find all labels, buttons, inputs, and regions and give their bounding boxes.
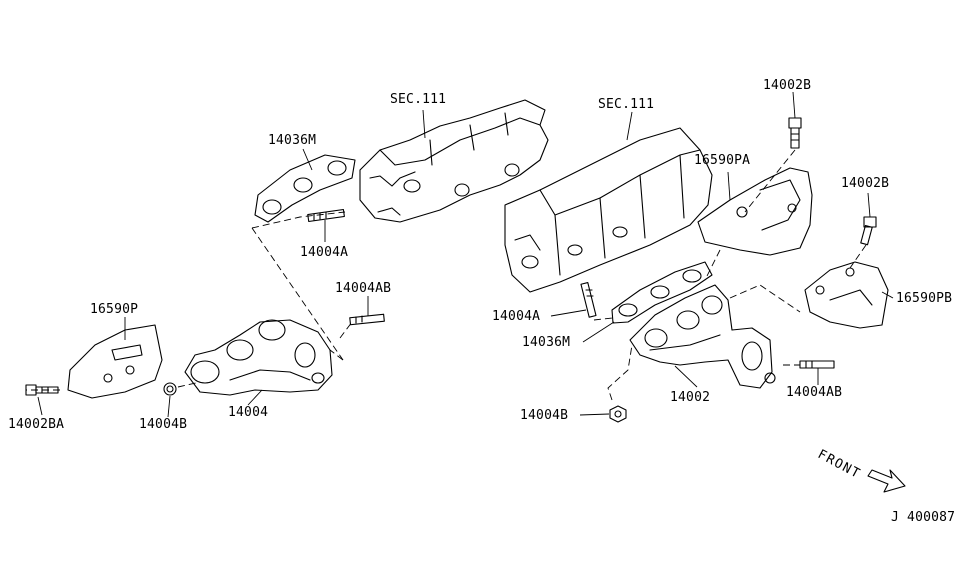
bolt-right-mid bbox=[860, 216, 877, 246]
label-stud-right: 14004A bbox=[492, 309, 541, 324]
cylinder-head-left bbox=[359, 99, 549, 223]
heat-shield-left bbox=[67, 324, 163, 399]
label-stud-right-lower: 14004AB bbox=[786, 385, 843, 400]
label-sec-right: SEC.111 bbox=[598, 97, 655, 112]
heat-shield-right-lower bbox=[804, 261, 889, 329]
label-sec-left: SEC.111 bbox=[390, 92, 447, 107]
nut-right bbox=[609, 405, 627, 423]
stud-left-mid bbox=[349, 313, 385, 326]
label-stud-left-top: 14004A bbox=[300, 245, 349, 260]
stud-right bbox=[580, 281, 597, 318]
label-bolt-left: 14002BA bbox=[8, 417, 65, 432]
front-arrow-icon bbox=[867, 469, 906, 493]
label-nut-left: 14004B bbox=[139, 417, 188, 432]
gasket-left bbox=[254, 154, 356, 223]
label-manifold-left: 14004 bbox=[228, 405, 269, 420]
label-bolt-right-mid: 14002B bbox=[841, 176, 890, 191]
leader-lines bbox=[37, 91, 894, 418]
gasket-right bbox=[611, 261, 713, 324]
label-gasket-left: 14036M bbox=[268, 133, 317, 148]
label-heat-shield-left: 16590P bbox=[90, 302, 139, 317]
label-heat-shield-right-upper: 16590PA bbox=[694, 153, 751, 168]
label-stud-left-mid: 14004AB bbox=[335, 281, 392, 296]
label-manifold-right: 14002 bbox=[670, 390, 711, 405]
label-bolt-right-top: 14002B bbox=[763, 78, 812, 93]
stud-left-top bbox=[307, 208, 345, 223]
stud-right-lower bbox=[799, 360, 835, 369]
exhaust-manifold-left bbox=[184, 319, 333, 396]
label-gasket-right: 14036M bbox=[522, 335, 571, 350]
bolt-right-top bbox=[788, 117, 802, 149]
label-heat-shield-right-lower: 16590PB bbox=[896, 291, 953, 306]
figure-code: J 400087 bbox=[891, 510, 956, 525]
cylinder-head-right bbox=[504, 127, 713, 293]
assembly-dashed-lines bbox=[26, 149, 867, 401]
heat-shield-right-upper bbox=[697, 167, 813, 256]
label-nut-right: 14004B bbox=[520, 408, 569, 423]
nut-left bbox=[163, 382, 177, 396]
exhaust-manifold-right bbox=[629, 284, 776, 389]
